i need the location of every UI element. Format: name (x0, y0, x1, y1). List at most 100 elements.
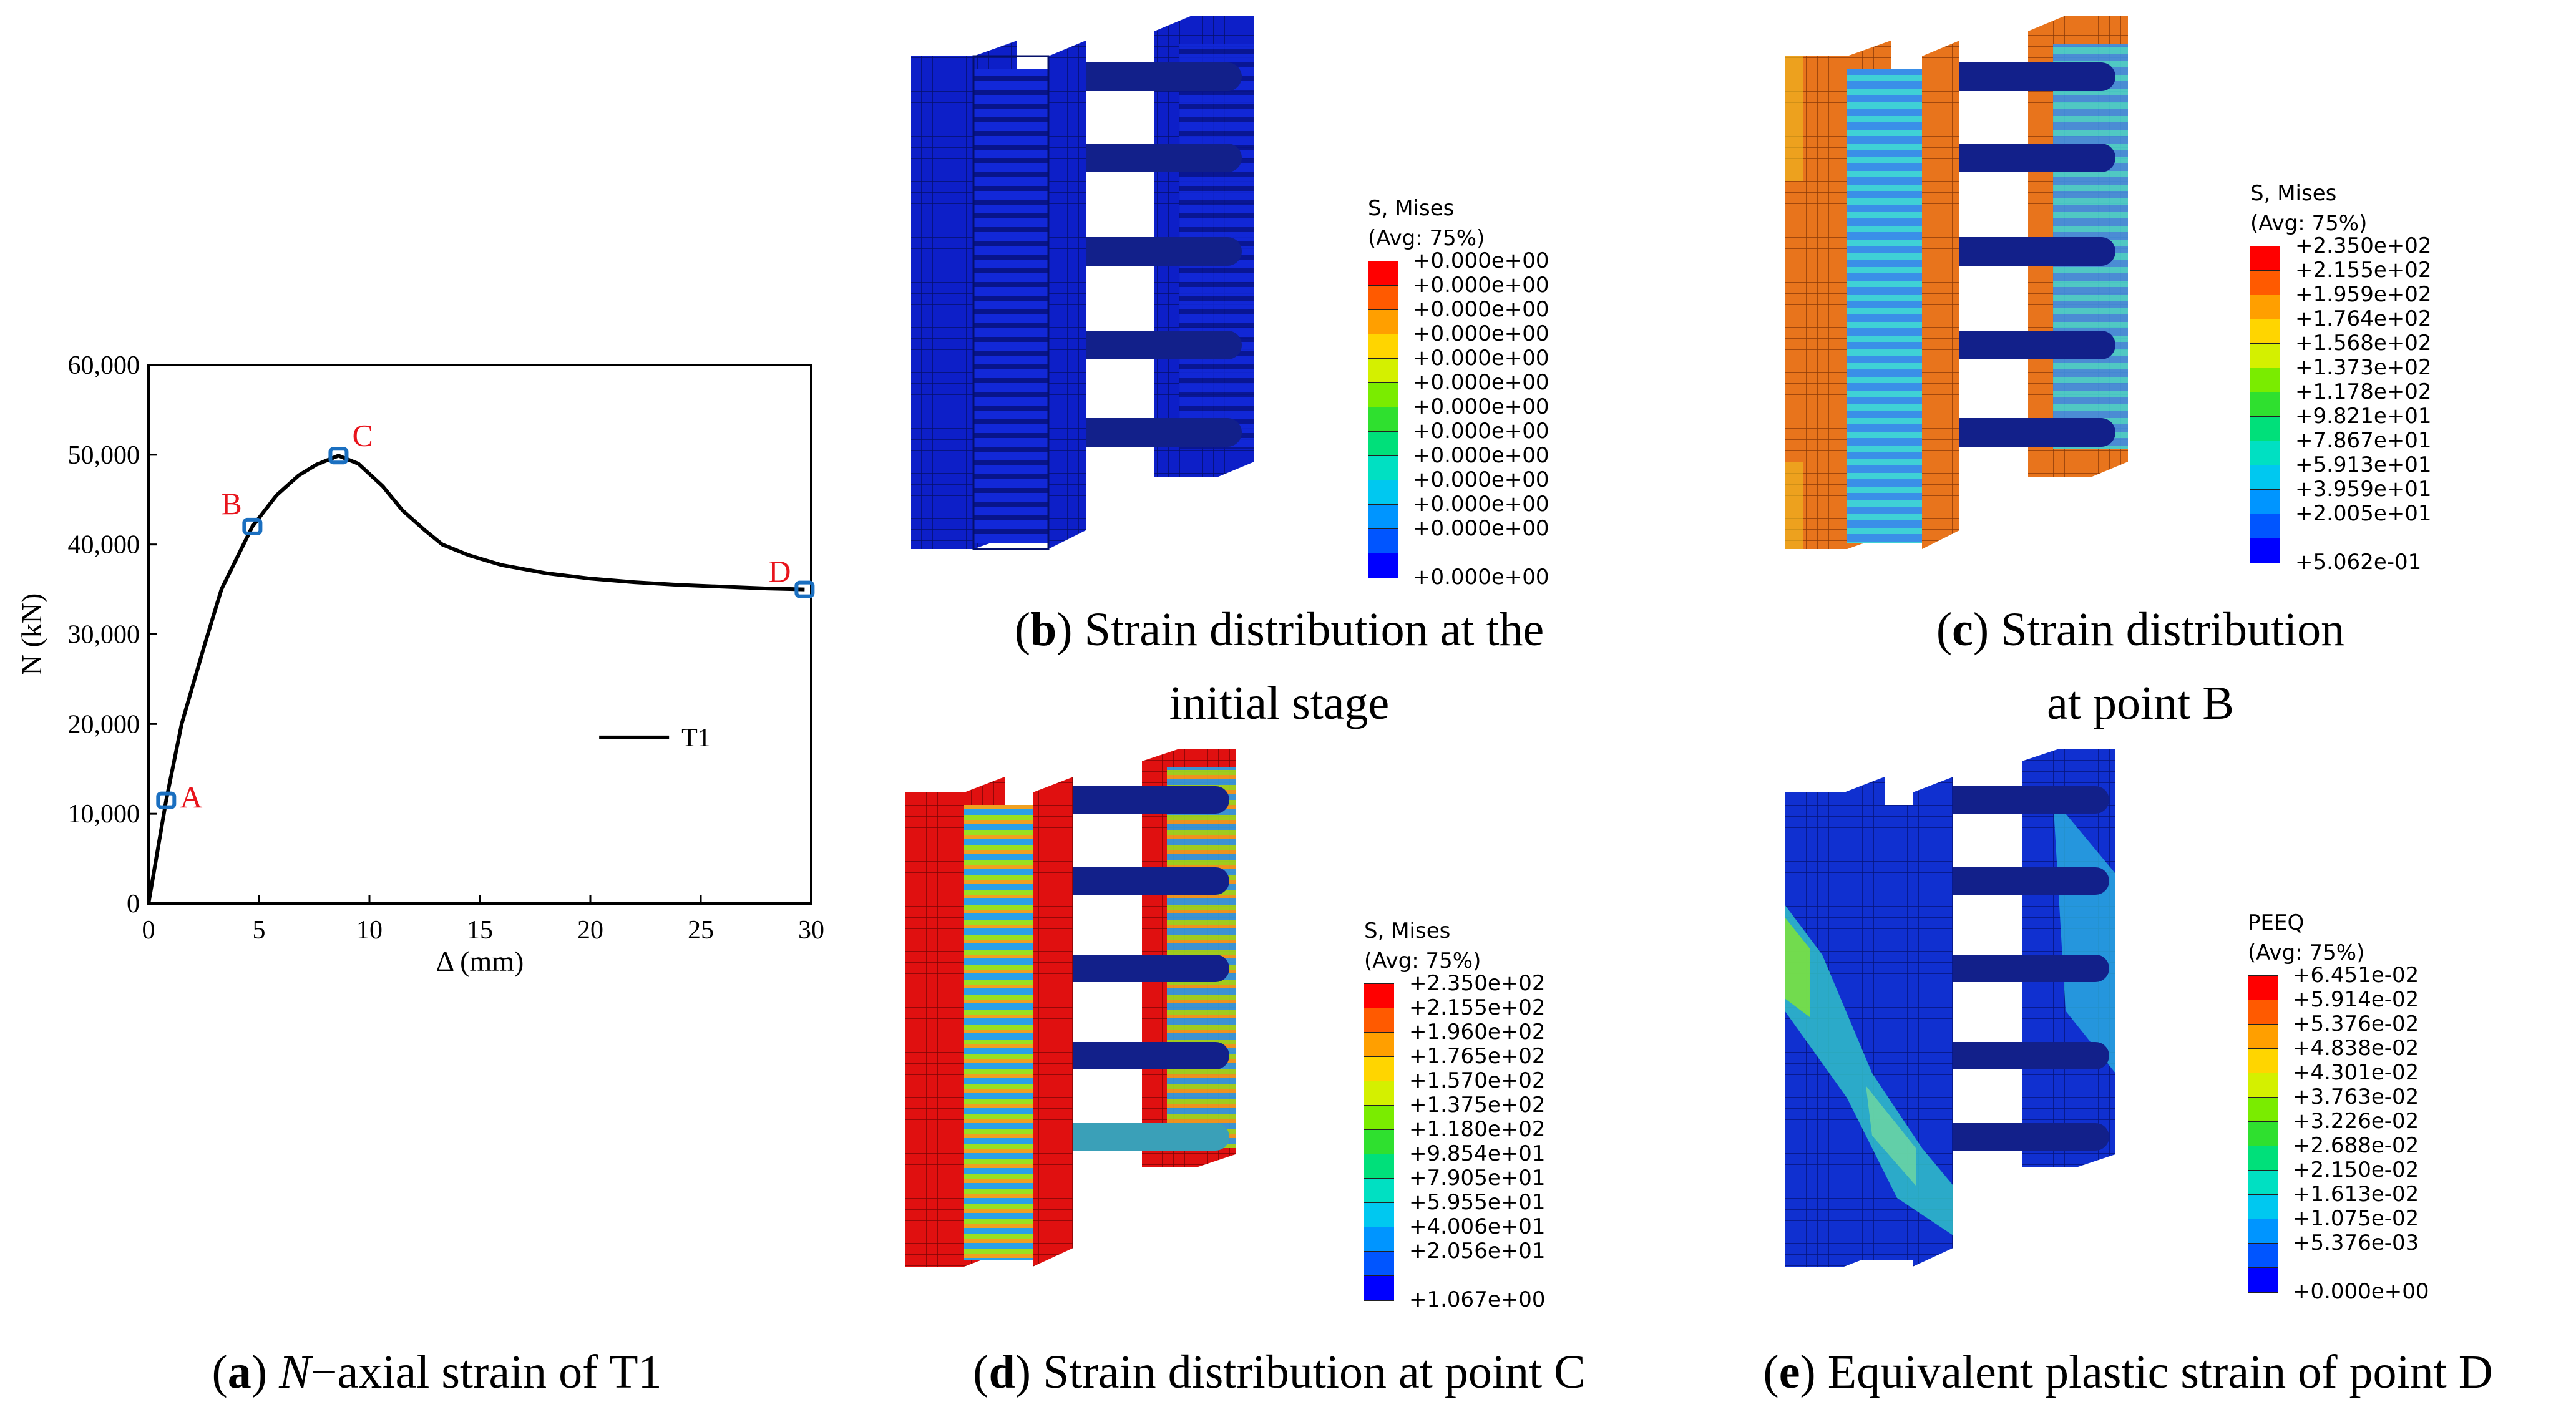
legend-swatch (1364, 1275, 1394, 1301)
legend-point-d: PEEQ (Avg: 75%) +6.451e-02+5.914e-02+5.3… (2248, 908, 2429, 1304)
legend-swatch (1368, 261, 1398, 286)
legend-value: +1.178e+02 (2295, 379, 2432, 404)
legend-swatch (2250, 270, 2280, 295)
legend-subtitle: (Avg: 75%) (2248, 940, 2365, 965)
marker-point-b (242, 517, 263, 535)
legend-value: +5.914e-02 (2293, 987, 2419, 1012)
legend-swatch (1364, 1227, 1394, 1252)
legend-swatch (1364, 1154, 1394, 1179)
legend-scale: +0.000e+00+0.000e+00+0.000e+00+0.000e+00… (1368, 248, 1549, 590)
fe-model-point-d-peeq (1785, 749, 2115, 1267)
legend-scale: +6.451e-02+5.914e-02+5.376e-02+4.838e-02… (2248, 963, 2429, 1304)
legend-level: +0.000e+00 (1368, 321, 1549, 359)
legend-swatch (2248, 1146, 2278, 1171)
legend-level: +1.075e-02 (2248, 1206, 2419, 1244)
legend-swatch (2248, 1243, 2278, 1268)
legend-level: +0.000e+00 (1368, 370, 1549, 407)
legend-swatch (1364, 1202, 1394, 1227)
legend-value: +0.000e+00 (1413, 248, 1549, 273)
x-tick-label: 30 (798, 916, 824, 945)
legend-level: +1.568e+02 (2250, 331, 2432, 368)
chart-legend: T1 (599, 724, 711, 752)
x-tick-label: 20 (577, 916, 603, 945)
legend-level: +7.867e+01 (2250, 428, 2432, 465)
x-tick-label: 10 (356, 916, 383, 945)
legend-swatch (1368, 382, 1398, 407)
legend-value: +3.226e-02 (2293, 1109, 2419, 1134)
caption-a-letter: a (227, 1346, 251, 1398)
legend-level: +0.000e+00 (1368, 273, 1549, 310)
caption-b-letter: b (1030, 603, 1057, 656)
legend-swatch (2248, 975, 2278, 1000)
legend-level: +1.178e+02 (2250, 379, 2432, 417)
legend-value: +2.005e+01 (2295, 501, 2432, 526)
legend-value: +2.155e+02 (1409, 995, 1546, 1020)
legend-level: +1.765e+02 (1364, 1044, 1546, 1081)
legend-value: +0.000e+00 (1413, 297, 1549, 322)
legend-level: +2.350e+02 (1364, 971, 1546, 1008)
legend-level: +1.764e+02 (2250, 306, 2432, 344)
legend-swatch (2248, 1121, 2278, 1146)
marker-point-a (156, 791, 177, 809)
legend-swatch (2248, 1097, 2278, 1122)
legend-swatch (2248, 1267, 2278, 1293)
legend-title: S, Mises (1364, 918, 1451, 943)
legend-value: +3.763e-02 (2293, 1084, 2419, 1109)
caption-d-line1: ) Strain distribution at point C (1015, 1346, 1586, 1398)
legend-swatch (2250, 465, 2280, 490)
legend-initial-stage: S, Mises (Avg: 75%) +0.000e+00+0.000e+00… (1368, 193, 1549, 590)
legend-level: +2.150e-02 (2248, 1157, 2419, 1195)
legend-value: +2.155e+02 (2295, 258, 2432, 283)
series-line-t1 (147, 454, 805, 904)
legend-swatch (1368, 528, 1398, 553)
legend-level: +9.821e+01 (2250, 404, 2432, 441)
legend-value: +2.056e+01 (1409, 1239, 1546, 1264)
marker-label-a: A (180, 780, 202, 815)
y-tick-label: 0 (127, 890, 140, 918)
legend-swatch (1364, 1105, 1394, 1130)
legend-scale: +2.350e+02+2.155e+02+1.959e+02+1.764e+02… (2250, 233, 2432, 575)
legend-value: +1.075e-02 (2293, 1206, 2419, 1231)
y-tick-label: 40,000 (68, 531, 140, 560)
legend-level: +0.000e+00 (1368, 297, 1549, 334)
x-tick-label: 25 (688, 916, 714, 945)
legend-swatch (2248, 1073, 2278, 1098)
legend-title: S, Mises (2250, 181, 2337, 206)
legend-title: PEEQ (2248, 910, 2305, 935)
legend-value: +0.000e+00 (1413, 419, 1549, 444)
legend-level: +5.913e+01 (2250, 452, 2432, 490)
legend-swatch (1364, 1008, 1394, 1033)
legend-level: +5.955e+01 (1364, 1190, 1546, 1227)
legend-swatch (2250, 514, 2280, 538)
legend-title: S, Mises (1368, 196, 1455, 221)
caption-a-text: −axial strain of T1 (310, 1346, 662, 1398)
caption-a: (a) N−axial strain of T1 (125, 1335, 749, 1409)
legend-level: +0.000e+00 (2248, 1267, 2429, 1304)
legend-value: +5.062e-01 (2295, 550, 2422, 575)
legend-swatch (1368, 431, 1398, 456)
legend-value: +1.764e+02 (2295, 306, 2432, 331)
legend-value: +0.000e+00 (1413, 443, 1549, 468)
legend-value: +0.000e+00 (1413, 516, 1549, 541)
legend-swatch (2248, 1000, 2278, 1025)
fe-model-initial-stage (911, 16, 1254, 550)
legend-value: +0.000e+00 (1413, 273, 1549, 298)
legend-swatch (1368, 309, 1398, 334)
y-tick-label: 30,000 (68, 621, 140, 650)
legend-value: +1.568e+02 (2295, 331, 2432, 356)
legend-level: +3.959e+01 (2250, 477, 2432, 514)
legend-value: +0.000e+00 (1413, 346, 1549, 371)
caption-c-line1: ) Strain distribution (1973, 603, 2345, 656)
legend-value: +6.451e-02 (2293, 963, 2419, 988)
legend-subtitle: (Avg: 75%) (1368, 226, 1485, 251)
legend-swatch (1364, 983, 1394, 1008)
caption-c-letter: c (1952, 603, 1973, 656)
legend-swatch (1368, 407, 1398, 432)
fe-model-point-b (1785, 16, 2128, 549)
caption-a-open: ( (212, 1346, 228, 1398)
legend-subtitle: (Avg: 75%) (2250, 211, 2368, 236)
legend-swatch (1368, 334, 1398, 359)
y-tick-label: 10,000 (68, 800, 140, 829)
